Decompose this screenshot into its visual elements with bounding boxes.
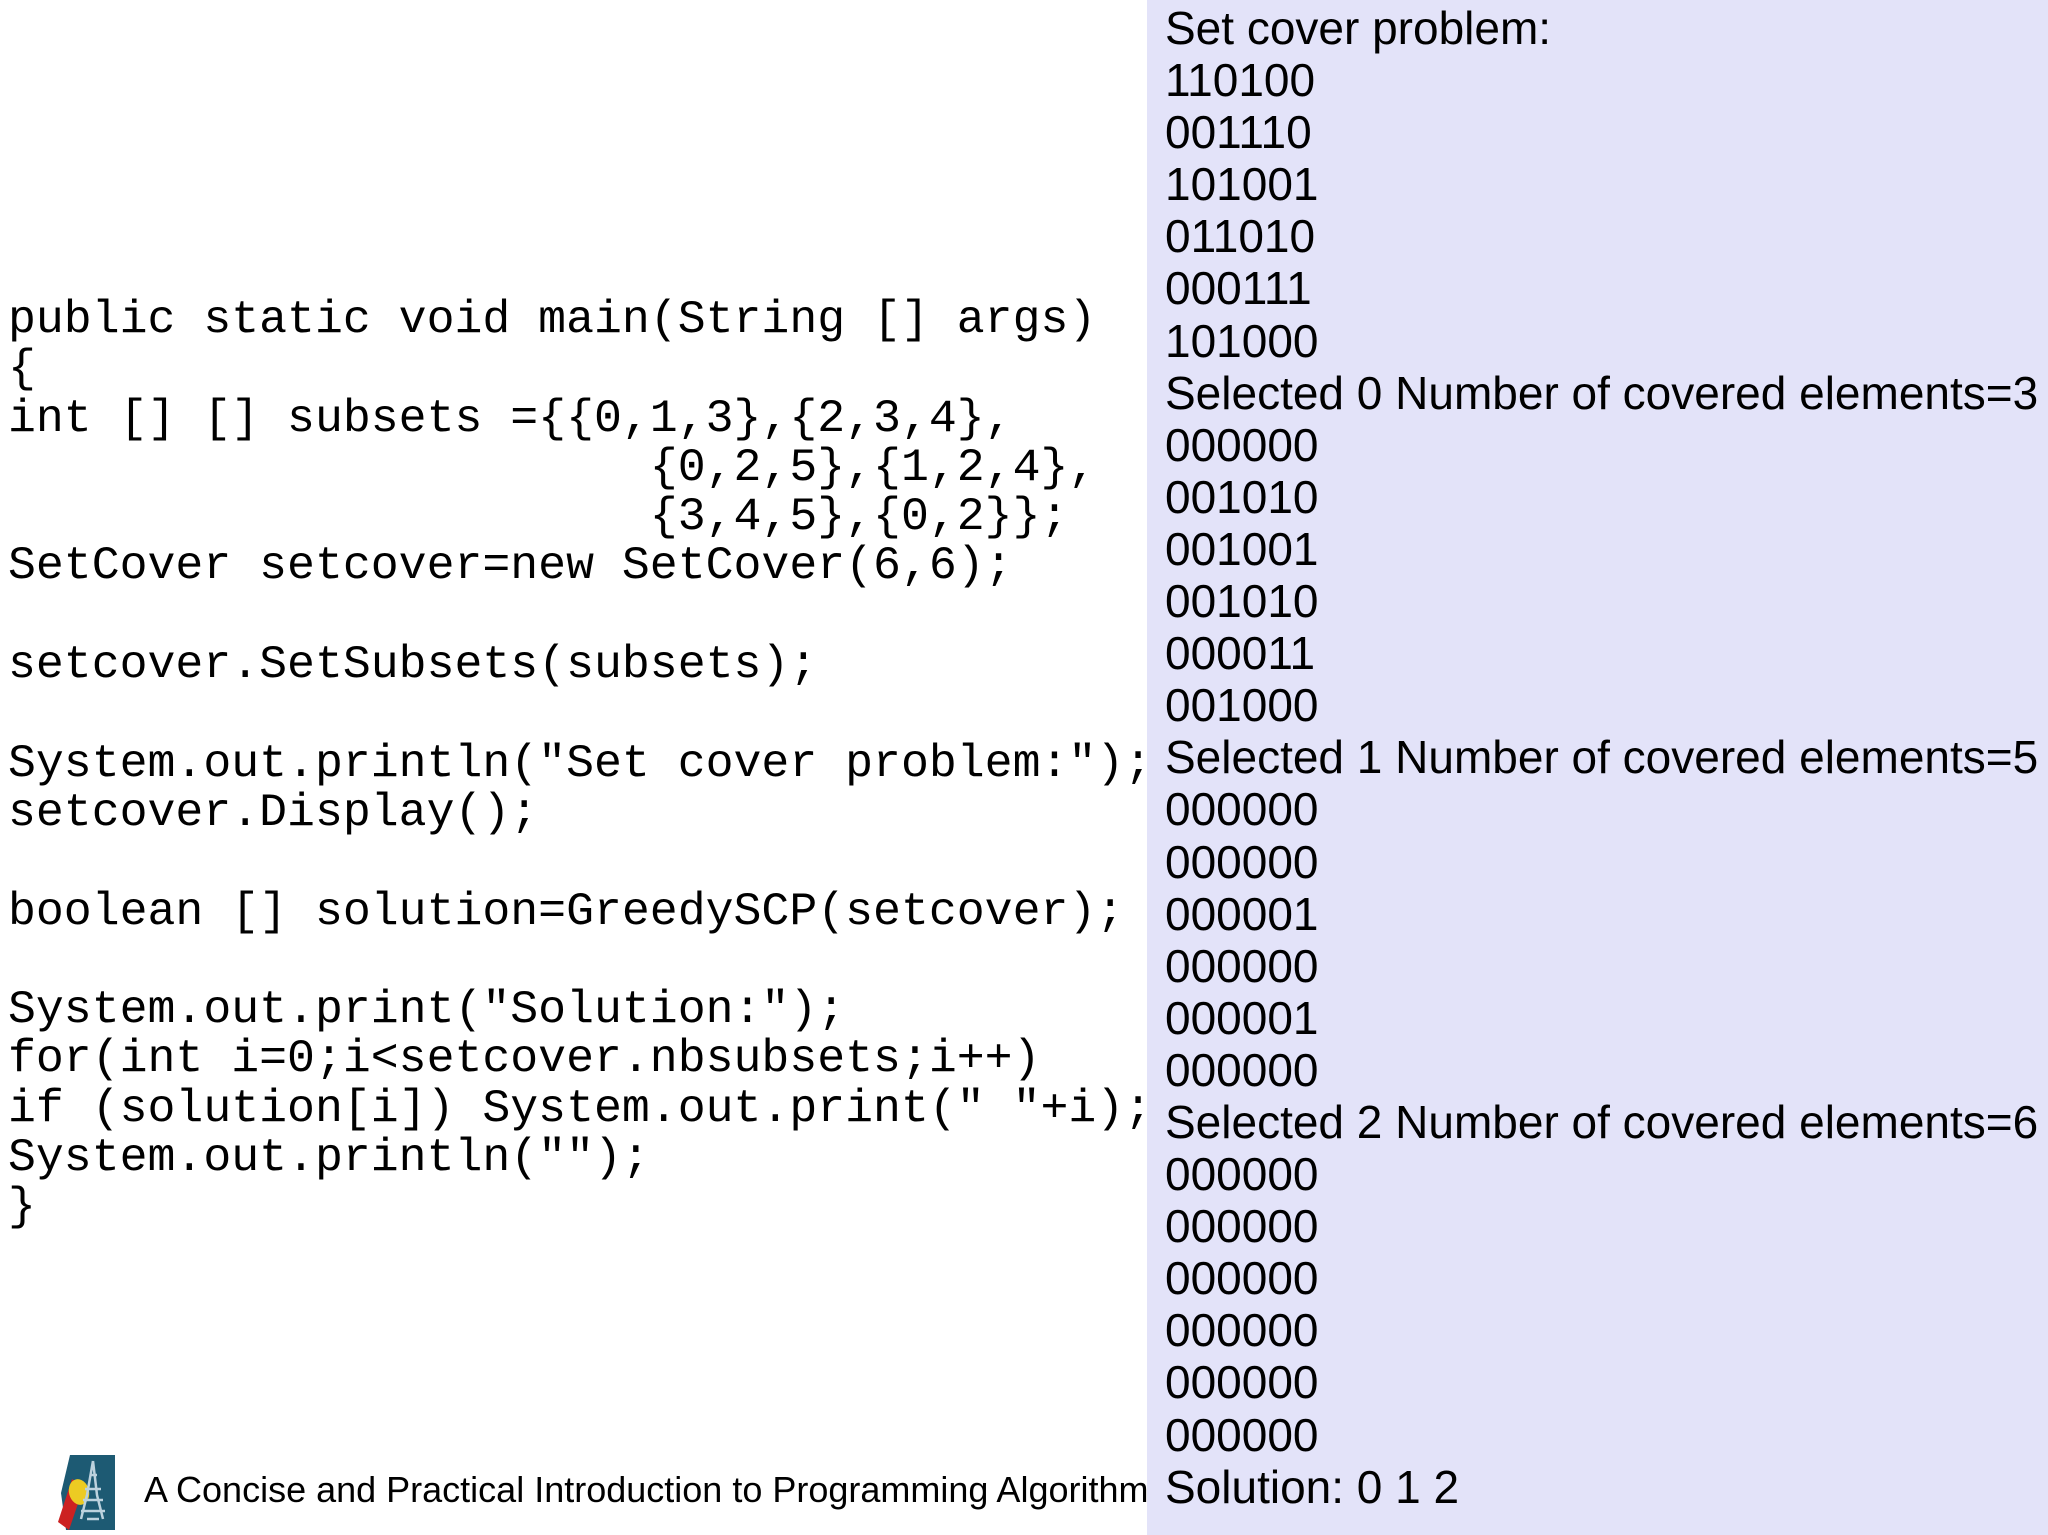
output-line: 000001 [1165, 887, 1319, 940]
output-line: 000000 [1165, 1148, 1319, 1201]
output-line: 000000 [1165, 1043, 1319, 1096]
output-line: Selected 1 Number of covered elements=5 [1165, 731, 2039, 784]
output-line: 000000 [1165, 418, 1319, 471]
output-line: 000000 [1165, 1252, 1319, 1305]
institution-logo-icon [58, 1455, 115, 1530]
output-line: 001000 [1165, 679, 1319, 732]
output-line: 110100 [1165, 54, 1316, 107]
output-line: 000000 [1165, 1356, 1319, 1409]
output-line: Selected 2 Number of covered elements=6 [1165, 1095, 2039, 1148]
output-line: Solution: 0 1 2 [1165, 1460, 1460, 1513]
output-line: Selected 0 Number of covered elements=3 [1165, 366, 2039, 419]
code-block: public static void main(String [] args) … [8, 293, 1153, 1234]
output-line: 011010 [1165, 210, 1316, 263]
output-line: 000000 [1165, 835, 1319, 888]
output-line: Set cover problem: [1165, 2, 1552, 54]
output-line: 001010 [1165, 575, 1319, 628]
logo-tower-sketch [79, 1460, 105, 1521]
output-line: 101001 [1165, 158, 1319, 211]
output-line: 101000 [1165, 314, 1319, 367]
logo-yellow-flame [68, 1479, 90, 1505]
output-line: 001001 [1165, 522, 1319, 575]
output-line: 000111 [1165, 262, 1312, 315]
output-line: 000011 [1165, 627, 1316, 680]
output-line: 001110 [1165, 106, 1312, 159]
output-line: 000000 [1165, 1200, 1319, 1253]
output-line: 000000 [1165, 783, 1319, 836]
output-line: 000000 [1165, 1408, 1319, 1461]
output-line: 000001 [1165, 991, 1319, 1044]
output-line: 001010 [1165, 470, 1319, 523]
output-line: 000000 [1165, 939, 1319, 992]
footer-book-title: A Concise and Practical Introduction to … [144, 1469, 1149, 1510]
output-line: 000000 [1165, 1304, 1319, 1357]
